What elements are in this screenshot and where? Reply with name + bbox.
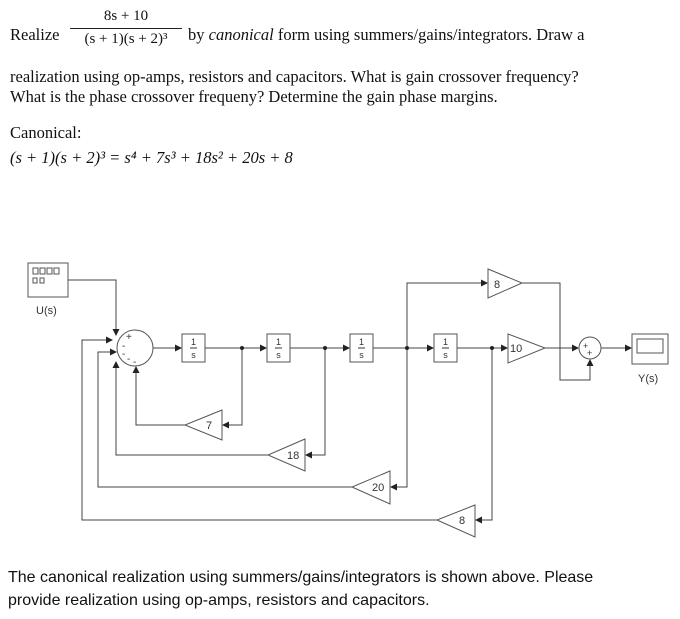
- integrator-denominator: s: [276, 350, 281, 360]
- problem-line-3: What is the phase crossover frequeny? De…: [10, 87, 498, 106]
- integrator-block-3[interactable]: 1s: [349, 333, 374, 363]
- gain-block-10[interactable]: [507, 333, 547, 364]
- feedback-gain-20[interactable]: [350, 470, 391, 505]
- integrator-numerator: 1: [276, 337, 281, 347]
- sign: +: [583, 341, 588, 351]
- numerator: 8s + 10: [103, 8, 149, 24]
- emphasis: canonical: [208, 25, 274, 44]
- integrator-numerator: 1: [443, 337, 448, 347]
- feedback-gain-18[interactable]: [266, 438, 306, 472]
- gain-value: 8: [494, 279, 500, 291]
- footer-line-2: provide realization using op-amps, resis…: [8, 592, 430, 609]
- canonical-equation: (s + 1)(s + 2)³ = s⁴ + 7s³ + 18s² + 20s …: [10, 148, 293, 167]
- feedback-gain-7[interactable]: [183, 409, 223, 441]
- integrator-numerator: 1: [191, 337, 196, 347]
- gain-value: 18: [287, 450, 299, 462]
- junction: [323, 346, 327, 350]
- sign: -: [122, 349, 125, 360]
- problem-line-1: by canonical form using summers/gains/in…: [188, 25, 584, 45]
- gain-value: 7: [206, 420, 212, 432]
- scope-block[interactable]: [631, 333, 669, 365]
- canonical-label: Canonical:: [10, 123, 82, 142]
- sum-block-1[interactable]: [116, 329, 154, 367]
- sign: -: [127, 354, 130, 365]
- gain-value: 10: [510, 343, 522, 355]
- fraction-bar: [70, 28, 182, 29]
- realize-word: Realize: [10, 25, 60, 44]
- feedback-gain-8[interactable]: [435, 504, 476, 538]
- gain-value: 8: [459, 515, 465, 527]
- footer-line-1: The canonical realization using summers/…: [8, 569, 594, 586]
- gain-value: 20: [372, 482, 384, 494]
- sign: -: [133, 357, 136, 368]
- gain-block-top[interactable]: [487, 268, 524, 299]
- integrator-block-1[interactable]: 1s: [181, 333, 206, 363]
- integrator-block-4[interactable]: 1s: [433, 333, 458, 363]
- integrator-denominator: s: [443, 350, 448, 360]
- integrator-block-2[interactable]: 1s: [266, 333, 291, 363]
- sign: +: [126, 332, 132, 343]
- problem-line-2: realization using op-amps, resistors and…: [10, 67, 579, 86]
- sum-block-2[interactable]: [578, 336, 602, 360]
- output-label: Y(s): [638, 373, 658, 385]
- wire: [68, 279, 120, 336]
- text: form using summers/gains/integrators. Dr…: [273, 25, 585, 44]
- integrator-numerator: 1: [359, 337, 364, 347]
- junction: [490, 346, 494, 350]
- input-source-block[interactable]: [27, 262, 69, 298]
- sign: +: [587, 348, 592, 358]
- denominator: (s + 1)(s + 2)³: [84, 31, 168, 47]
- integrator-denominator: s: [191, 350, 196, 360]
- sign: -: [122, 341, 125, 352]
- transfer-function: 8s + 10 (s + 1)(s + 2)³: [70, 8, 182, 48]
- text: by: [188, 25, 209, 44]
- integrator-denominator: s: [359, 350, 364, 360]
- junction: [240, 346, 244, 350]
- junction: [405, 346, 409, 350]
- input-label: U(s): [36, 305, 57, 317]
